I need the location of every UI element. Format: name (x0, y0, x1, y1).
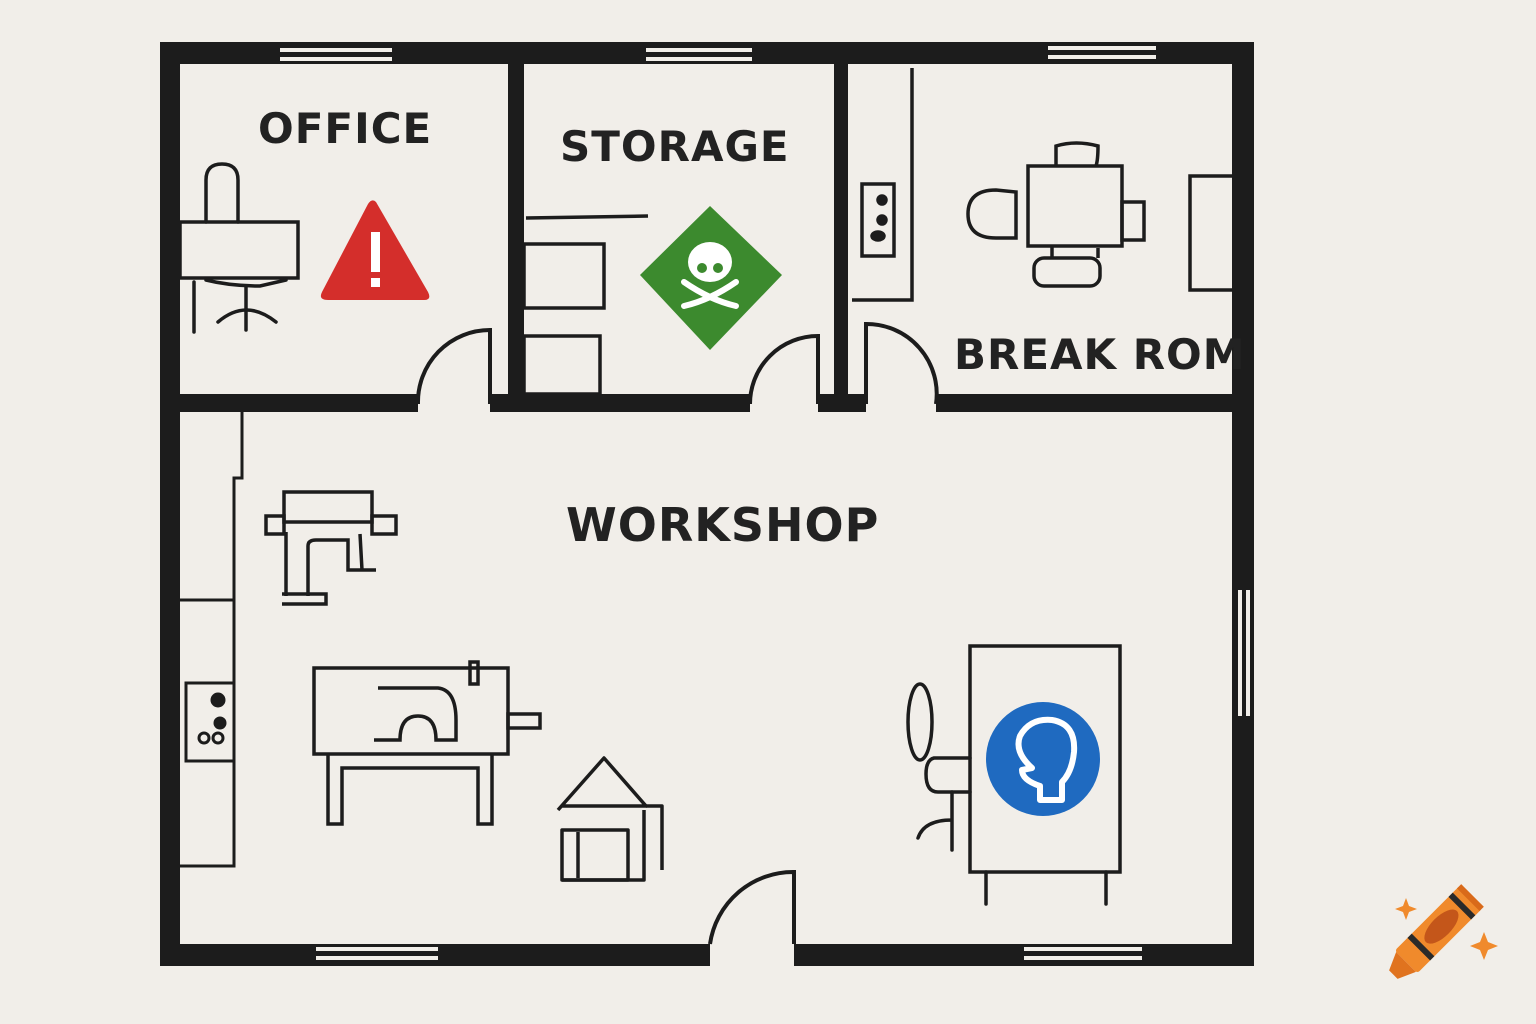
room-label-storage: STORAGE (560, 122, 790, 171)
interior-walls (180, 64, 1232, 412)
room-label-workshop: WORKSHOP (566, 498, 880, 552)
workbench-machine (312, 660, 542, 826)
doors (415, 321, 939, 945)
room-label-break-room: BREAK ROM (954, 330, 1246, 379)
office-desk-chair (178, 162, 300, 334)
workshop-wall-counter (180, 412, 244, 868)
outer-walls (160, 42, 1254, 966)
storage-shelving (522, 214, 649, 396)
sparkle-icon (1395, 898, 1417, 920)
break-room-furniture (852, 68, 1232, 302)
sparkle-icon (1470, 932, 1498, 960)
crayon-icon (1389, 884, 1484, 979)
toxic-skull-crossbones-icon (640, 206, 782, 350)
small-shed-unit (556, 756, 664, 882)
warning-triangle-icon (320, 200, 430, 300)
head-protection-icon (986, 702, 1100, 816)
drill-press (264, 490, 398, 606)
windows (280, 46, 1250, 960)
work-desk-chair (906, 644, 1122, 906)
room-label-office: OFFICE (258, 104, 433, 153)
